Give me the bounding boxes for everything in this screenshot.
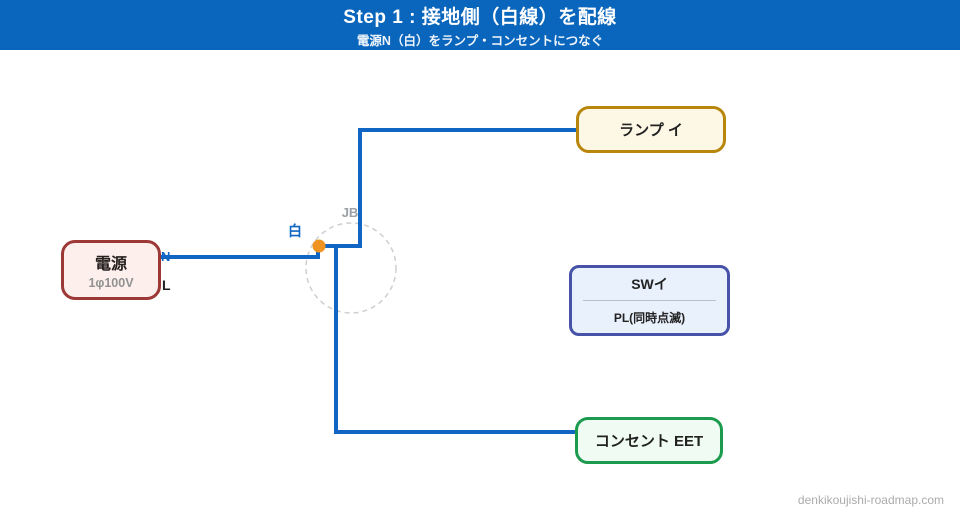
outlet-box: コンセント EET [575,417,723,464]
terminal-n-label: N [161,249,171,264]
white-wire-label: 白 [288,223,302,239]
terminal-l-label: L [162,277,171,293]
switch-label: SWイ [631,276,668,292]
outlet-wire [334,246,575,434]
lamp-box: ランプ イ [576,106,726,153]
power-source-box: 電源 1φ100V [61,240,161,300]
lamp-wire [318,128,576,248]
page-title: Step 1 : 接地側（白線）を配線 [343,6,617,28]
junction-dot [312,239,326,253]
power-source-label: 電源 [94,256,127,273]
page-subtitle: 電源N（白）をランプ・コンセントにつなぐ [356,33,604,48]
junction-box-circle [305,222,397,314]
junction-box-label: JB [341,205,359,220]
power-source-voltage: 1φ100V [88,276,134,290]
switch-box-divider [582,300,717,301]
lamp-label: ランプ イ [619,122,683,139]
switch-box: SWイ PL(同時点滅) [569,265,730,336]
power-neutral-wire [161,246,320,259]
outlet-label: コンセント EET [594,433,704,450]
header-banner: Step 1 : 接地側（白線）を配線 電源N（白）をランプ・コンセントにつなぐ [0,0,960,50]
site-watermark: denkikoujishi-roadmap.com [797,493,944,507]
pilot-lamp-label: PL(同時点滅) [613,310,686,325]
